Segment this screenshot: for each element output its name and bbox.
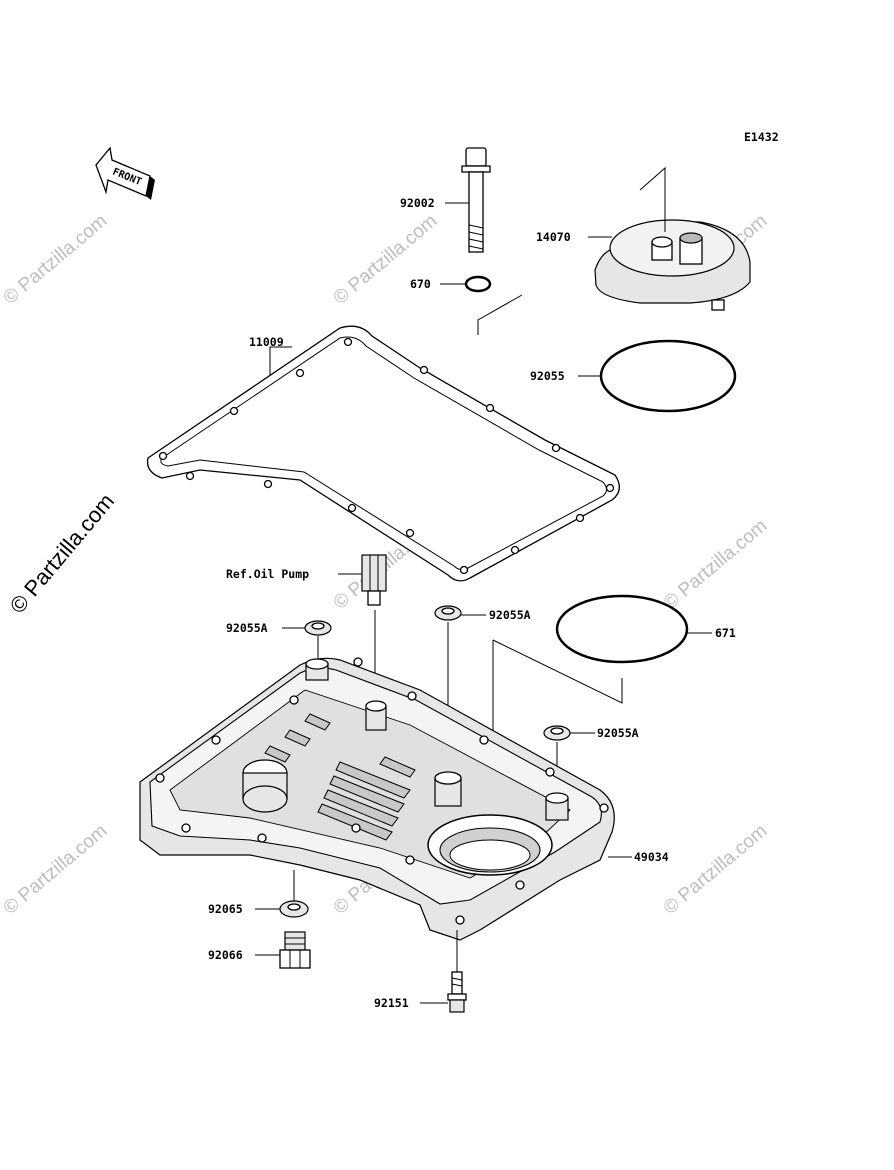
label-14070: 14070 xyxy=(536,230,571,244)
bolt-92151 xyxy=(447,971,467,1013)
label-11009: 11009 xyxy=(249,335,284,349)
drain-plug-92066 xyxy=(279,931,311,969)
watermark: © Partzilla.com xyxy=(330,210,442,308)
label-49034: 49034 xyxy=(634,850,669,864)
label-92151: 92151 xyxy=(374,996,409,1010)
cover-14070 xyxy=(594,219,751,311)
label-670: 670 xyxy=(410,277,431,291)
label-92065: 92065 xyxy=(208,902,243,916)
oil-pan-49034 xyxy=(139,657,615,941)
label-671: 671 xyxy=(715,626,736,640)
oil-pump-fitting xyxy=(361,554,387,606)
label-92055a-mid: 92055A xyxy=(489,608,531,622)
watermark: © Partzilla.com xyxy=(660,820,772,918)
label-ref-oil-pump: Ref.Oil Pump xyxy=(226,567,309,581)
bolt-92002 xyxy=(461,147,491,253)
oring-670 xyxy=(464,275,492,293)
label-92055a-left: 92055A xyxy=(226,621,268,635)
oring-671 xyxy=(555,594,689,664)
front-arrow-icon: FRONT xyxy=(95,146,155,200)
diagram-code: E1432 xyxy=(744,130,779,144)
oring-92055 xyxy=(599,339,737,413)
watermark: © Partzilla.com xyxy=(660,515,772,613)
label-92066: 92066 xyxy=(208,948,243,962)
side-watermark: © Partzilla.com xyxy=(5,489,119,619)
label-92002: 92002 xyxy=(400,196,435,210)
watermark: © Partzilla.com xyxy=(0,820,111,918)
watermark: © Partzilla.com xyxy=(0,210,111,308)
label-92055a-right: 92055A xyxy=(597,726,639,740)
gasket-11009 xyxy=(146,325,620,582)
label-92055: 92055 xyxy=(530,369,565,383)
